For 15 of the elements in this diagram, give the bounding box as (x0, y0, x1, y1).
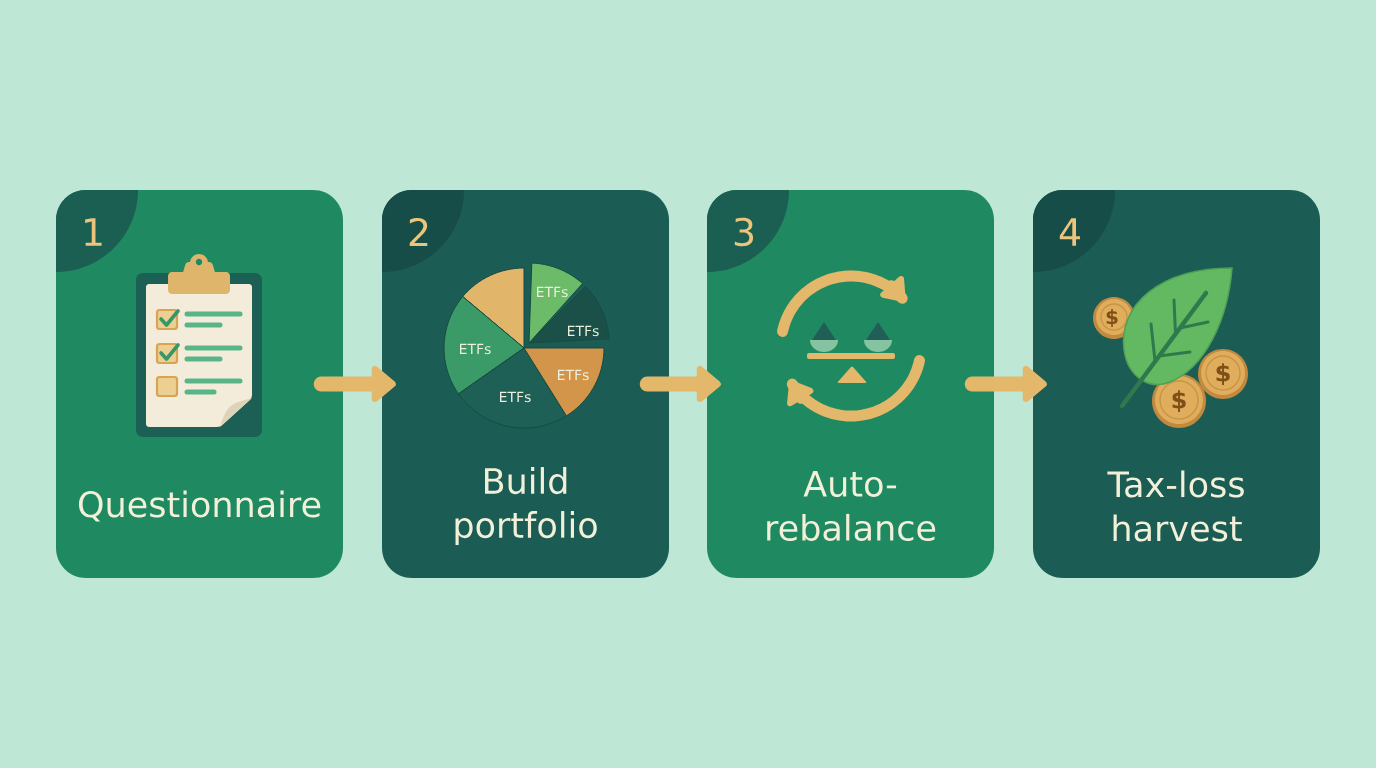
dollar-sign: $ (1106, 308, 1118, 328)
number-badge: 1 (56, 190, 138, 272)
slice-label: ETFs (568, 325, 599, 337)
number-badge: 4 (1033, 190, 1115, 272)
arrow (313, 365, 396, 403)
slice-label: ETFs (537, 286, 568, 298)
arrow (639, 365, 721, 403)
slice-label: ETFs (500, 391, 531, 403)
dollar-sign: $ (1216, 363, 1230, 385)
dollar-sign: $ (1172, 390, 1186, 412)
slice-label: ETFs (558, 369, 589, 381)
number-badge: 3 (707, 190, 789, 272)
arrow (964, 365, 1047, 403)
slice-label: ETFs (460, 343, 491, 355)
number-badge: 2 (382, 190, 464, 272)
